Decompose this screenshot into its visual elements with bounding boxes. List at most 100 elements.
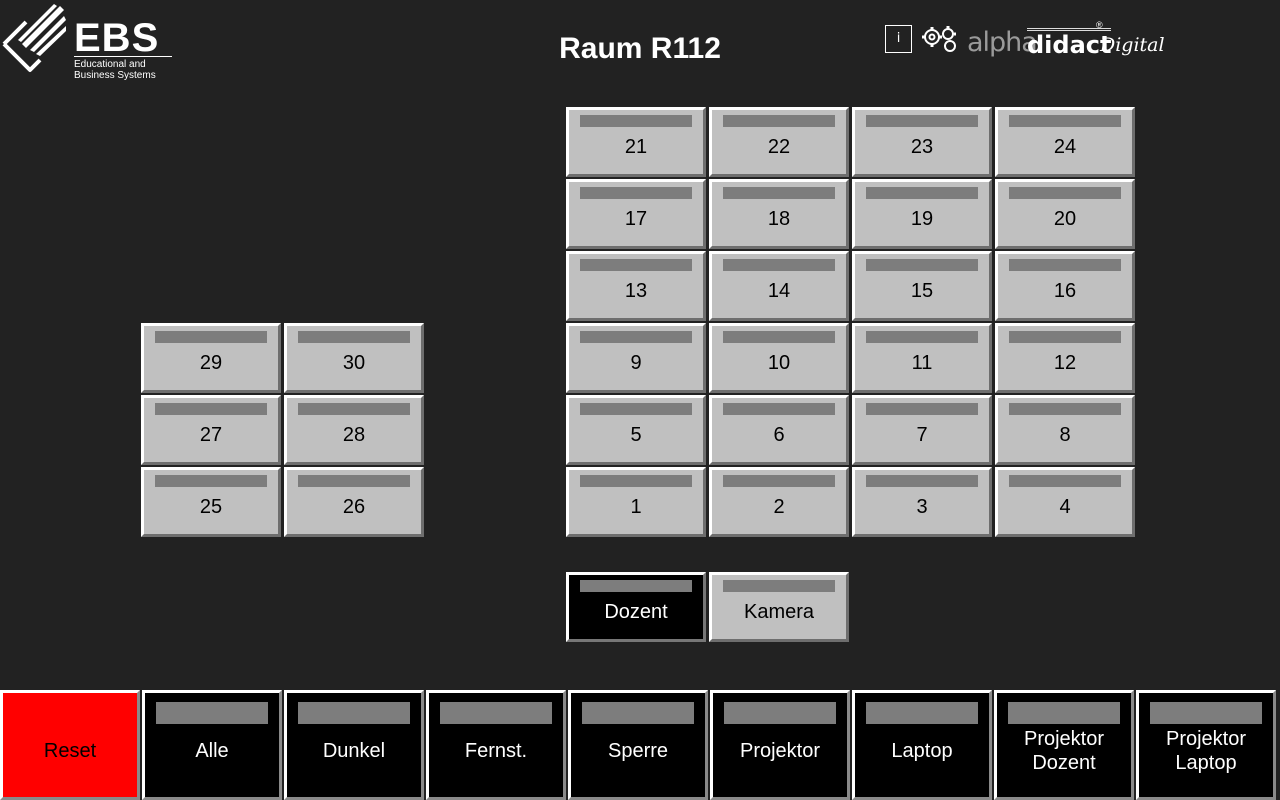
seat-button-8[interactable]: 8 (995, 395, 1135, 465)
seat-button-3[interactable]: 3 (852, 467, 992, 537)
ebs-subtitle-line-2: Business Systems (74, 70, 156, 81)
button-label: Laptop (891, 740, 953, 762)
seat-button-16[interactable]: 16 (995, 251, 1135, 321)
info-button[interactable]: i (885, 25, 912, 53)
seat-button-20[interactable]: 20 (995, 179, 1135, 249)
status-bar (723, 331, 835, 343)
seat-button-4[interactable]: 4 (995, 467, 1135, 537)
seat-button-23[interactable]: 23 (852, 107, 992, 177)
seat-label: 26 (342, 496, 366, 518)
page-title: Raum R112 (559, 32, 721, 65)
status-bar (866, 702, 978, 724)
button-label: Reset (43, 740, 97, 762)
status-bar (580, 259, 692, 271)
seat-button-14[interactable]: 14 (709, 251, 849, 321)
status-bar (723, 187, 835, 199)
seat-button-2[interactable]: 2 (709, 467, 849, 537)
ebs-divider (74, 56, 172, 57)
seat-label: 14 (767, 280, 791, 302)
seat-label: 11 (911, 352, 933, 374)
status-bar (866, 187, 978, 199)
status-bar (1009, 475, 1121, 487)
seat-button-15[interactable]: 15 (852, 251, 992, 321)
dunkel-button[interactable]: Dunkel (284, 690, 424, 800)
seat-label: 19 (910, 208, 934, 230)
seat-button-24[interactable]: 24 (995, 107, 1135, 177)
seat-button-29[interactable]: 29 (141, 323, 281, 393)
status-bar (580, 403, 692, 415)
seat-button-1[interactable]: 1 (566, 467, 706, 537)
projektor-button[interactable]: Projektor (710, 690, 850, 800)
status-bar (723, 475, 835, 487)
status-bar (866, 115, 978, 127)
seat-button-28[interactable]: 28 (284, 395, 424, 465)
seat-label: 4 (1059, 496, 1071, 518)
status-bar (723, 259, 835, 271)
seat-button-13[interactable]: 13 (566, 251, 706, 321)
status-bar (582, 702, 694, 724)
seat-button-5[interactable]: 5 (566, 395, 706, 465)
button-label: Projektor Dozent (1023, 728, 1105, 774)
button-label: Projektor (739, 740, 821, 762)
seat-button-19[interactable]: 19 (852, 179, 992, 249)
seat-button-27[interactable]: 27 (141, 395, 281, 465)
seat-button-12[interactable]: 12 (995, 323, 1135, 393)
brand-alpha: alpha (967, 27, 1038, 58)
seat-button-25[interactable]: 25 (141, 467, 281, 537)
ebs-emblem-icon (2, 4, 66, 72)
seat-label: 9 (630, 352, 642, 374)
seat-label: 20 (1053, 208, 1077, 230)
seat-label: 12 (1053, 352, 1077, 374)
seat-label: 8 (1059, 424, 1071, 446)
seat-label: 25 (199, 496, 223, 518)
seat-button-18[interactable]: 18 (709, 179, 849, 249)
seat-button-26[interactable]: 26 (284, 467, 424, 537)
status-bar (155, 475, 267, 487)
laptop-button[interactable]: Laptop (852, 690, 992, 800)
seat-label: 15 (910, 280, 934, 302)
seat-button-17[interactable]: 17 (566, 179, 706, 249)
kamera-button[interactable]: Kamera (709, 572, 849, 642)
seat-label: 22 (767, 136, 791, 158)
button-label: Projektor Laptop (1165, 728, 1247, 774)
seat-button-7[interactable]: 7 (852, 395, 992, 465)
status-bar (1150, 702, 1262, 724)
status-bar (156, 702, 268, 724)
status-bar (1008, 702, 1120, 724)
seat-label: 17 (624, 208, 648, 230)
dozent-button[interactable]: Dozent (566, 572, 706, 642)
fernst-button[interactable]: Fernst. (426, 690, 566, 800)
seat-button-10[interactable]: 10 (709, 323, 849, 393)
seat-button-9[interactable]: 9 (566, 323, 706, 393)
status-bar (866, 259, 978, 271)
seat-label: 10 (767, 352, 791, 374)
seat-button-11[interactable]: 11 (852, 323, 992, 393)
projektor-laptop-button[interactable]: Projektor Laptop (1136, 690, 1276, 800)
status-bar (1009, 331, 1121, 343)
status-bar (298, 331, 410, 343)
status-bar (724, 702, 836, 724)
status-bar (723, 580, 835, 592)
button-label: Sperre (607, 740, 669, 762)
seat-label: 18 (767, 208, 791, 230)
status-bar (580, 331, 692, 343)
status-bar (155, 331, 267, 343)
button-label: Fernst. (464, 740, 528, 762)
seat-label: 23 (910, 136, 934, 158)
seat-label: Dozent (604, 601, 668, 623)
reset-button[interactable]: Reset (0, 690, 140, 800)
seat-button-6[interactable]: 6 (709, 395, 849, 465)
alle-button[interactable]: Alle (142, 690, 282, 800)
status-bar (298, 403, 410, 415)
status-bar (866, 331, 978, 343)
sperre-button[interactable]: Sperre (568, 690, 708, 800)
seat-label: 27 (199, 424, 223, 446)
status-bar (580, 187, 692, 199)
seat-button-30[interactable]: 30 (284, 323, 424, 393)
seat-button-21[interactable]: 21 (566, 107, 706, 177)
projektor-dozent-button[interactable]: Projektor Dozent (994, 690, 1134, 800)
seat-label: 7 (916, 424, 928, 446)
brand-registered: ® (1096, 20, 1103, 30)
seat-button-22[interactable]: 22 (709, 107, 849, 177)
gears-icon (922, 26, 956, 52)
